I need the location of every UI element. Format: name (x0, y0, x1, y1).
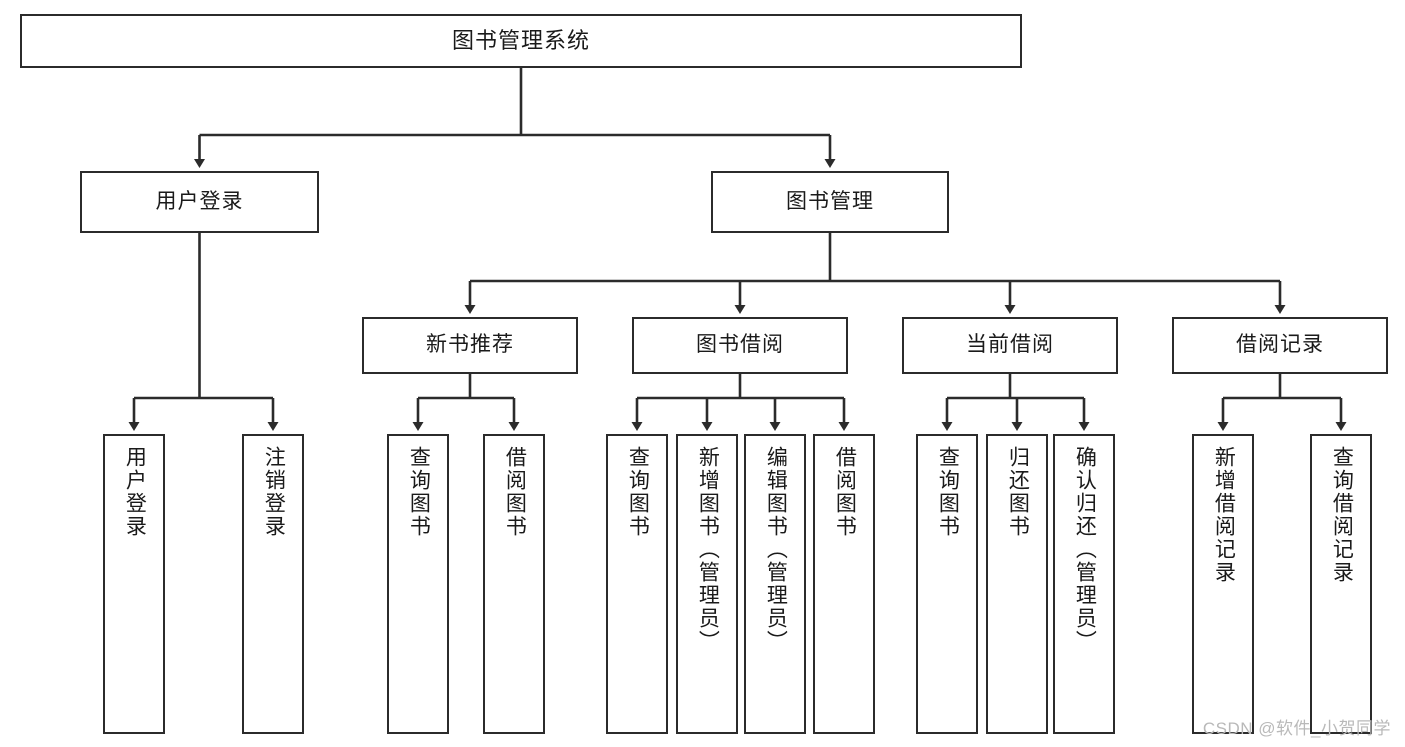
node-leaf-addrecord[interactable]: 新增借阅记录 (1192, 434, 1254, 734)
node-label: 图书管理系统 (451, 28, 590, 54)
node-label: 查询借阅记录 (1330, 446, 1354, 584)
node-label: 查询图书 (626, 446, 650, 538)
node-label: 借阅记录 (1236, 333, 1324, 357)
node-label: 借阅图书 (503, 446, 527, 538)
node-l2-books[interactable]: 图书管理 (711, 171, 949, 233)
node-label: 用户登录 (155, 189, 244, 213)
node-leaf-logout[interactable]: 注销登录 (242, 434, 304, 734)
node-l3-borrow[interactable]: 图书借阅 (632, 317, 848, 374)
node-leaf-query3[interactable]: 查询图书 (916, 434, 978, 734)
node-label: 新增图书（管理员） (696, 446, 720, 653)
node-label: 注销登录 (262, 446, 286, 538)
node-label: 新增借阅记录 (1212, 446, 1236, 584)
node-leaf-userlogin[interactable]: 用户登录 (103, 434, 165, 734)
csdn-watermark: CSDN @软件_小贺同学 (1202, 719, 1391, 738)
node-leaf-borrow1[interactable]: 借阅图书 (483, 434, 545, 734)
node-label: 当前借阅 (966, 333, 1054, 357)
node-label: 新书推荐 (426, 333, 514, 357)
node-l2-login[interactable]: 用户登录 (80, 171, 319, 233)
node-leaf-query1[interactable]: 查询图书 (387, 434, 449, 734)
node-label: 图书借阅 (696, 333, 784, 357)
node-leaf-addbook[interactable]: 新增图书（管理员） (676, 434, 738, 734)
node-leaf-queryrecord[interactable]: 查询借阅记录 (1310, 434, 1372, 734)
node-leaf-confirm[interactable]: 确认归还（管理员） (1053, 434, 1115, 734)
node-l3-newbook[interactable]: 新书推荐 (362, 317, 578, 374)
node-label: 确认归还（管理员） (1073, 446, 1097, 653)
node-leaf-return[interactable]: 归还图书 (986, 434, 1048, 734)
node-leaf-borrow2[interactable]: 借阅图书 (813, 434, 875, 734)
node-label: 编辑图书（管理员） (764, 446, 788, 653)
node-leaf-editbook[interactable]: 编辑图书（管理员） (744, 434, 806, 734)
node-leaf-query2[interactable]: 查询图书 (606, 434, 668, 734)
node-label: 图书管理 (786, 189, 874, 213)
node-l3-current[interactable]: 当前借阅 (902, 317, 1118, 374)
node-label: 查询图书 (407, 446, 431, 538)
node-label: 归还图书 (1006, 446, 1030, 538)
node-label: 查询图书 (936, 446, 960, 538)
node-root[interactable]: 图书管理系统 (20, 14, 1022, 68)
node-label: 借阅图书 (833, 446, 857, 538)
node-label: 用户登录 (123, 446, 147, 538)
node-l3-record[interactable]: 借阅记录 (1172, 317, 1388, 374)
